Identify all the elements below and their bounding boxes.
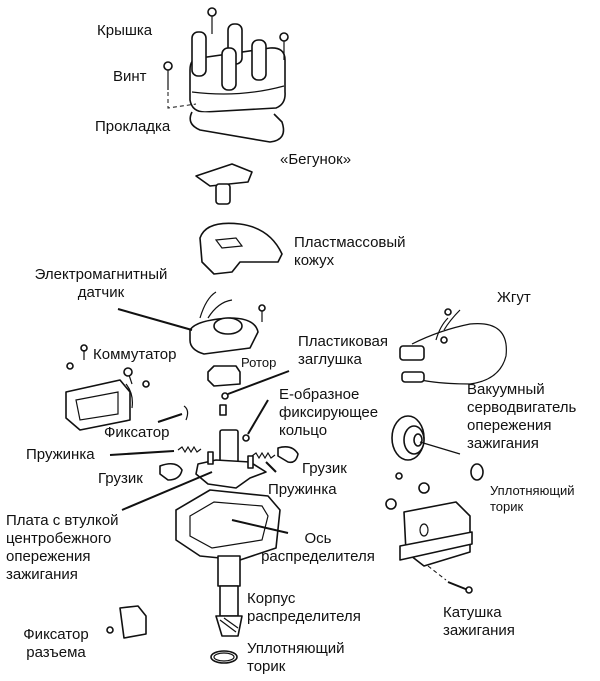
screw-drawing (163, 7, 289, 109)
label-screw: Винт (113, 68, 147, 85)
label-governor-plate-line-3: опережения (6, 548, 91, 565)
plastic-cover-drawing (199, 222, 283, 275)
spring-right-leader-line (265, 461, 277, 473)
gasket-drawing (189, 111, 285, 143)
label-governor-plate-line-1: Плата с втулкой (6, 512, 119, 529)
label-e-ring-line-2: фиксирующее (279, 404, 379, 421)
label-igniter: Коммутатор (93, 346, 177, 363)
nut-drawing (385, 498, 397, 510)
small-screw-drawing (219, 404, 227, 416)
label-shaft: Ось распределителя (248, 530, 388, 566)
label-pickup-line-2: датчик (77, 284, 125, 301)
label-e-ring: Е-образное фиксирующее кольцо (279, 386, 378, 440)
o-ring-right-drawing (470, 463, 484, 481)
label-o-ring-right-line-1: Уплотняющий (490, 483, 575, 498)
label-rotor-arm: «Бегунок» (280, 151, 352, 168)
label-plastic-plug-line-1: Пластиковая (298, 333, 388, 350)
distributor-cap-drawing (189, 23, 286, 113)
label-harness: Жгут (497, 289, 531, 306)
label-vacuum-line-4: зажигания (467, 435, 539, 452)
rotor-arm-drawing (195, 163, 253, 205)
spring-left-leader-line (109, 450, 175, 456)
label-plastic-cover-line-2: кожух (294, 252, 335, 269)
clip-leader-line (157, 413, 183, 423)
vacuum-advance-drawing (391, 415, 461, 480)
label-ignition-coil-line-1: Катушка (443, 604, 502, 621)
label-o-ring-right: Уплотняющий торик (490, 483, 575, 515)
label-spring-left: Пружинка (26, 446, 95, 463)
label-rotor: Ротор (241, 355, 277, 370)
label-ignition-coil: Катушка зажигания (443, 604, 515, 640)
label-shaft-line-2: распределителя (261, 548, 375, 565)
label-o-ring-right-line-2: торик (490, 499, 524, 514)
igniter-drawing (65, 344, 150, 431)
label-plastic-cover: Пластмассовый кожух (294, 234, 406, 270)
label-cap: Крышка (97, 22, 153, 39)
label-spring-right: Пружинка (268, 481, 337, 498)
label-connector-clamp-line-1: Фиксатор (23, 626, 89, 643)
label-vacuum-line-1: Вакуумный (467, 381, 545, 398)
plastic-plug-leader-line (227, 370, 290, 395)
e-ring-drawing (242, 434, 250, 442)
nut-drawing (418, 482, 430, 494)
weight-left-drawing (159, 462, 183, 481)
label-e-ring-line-3: кольцо (279, 422, 328, 439)
governor-plate-drawing (195, 429, 267, 489)
ignition-coil-drawing (399, 501, 473, 594)
label-governor-plate-line-2: центробежного (6, 530, 112, 547)
label-vacuum-advance: Вакуумный серводвигатель опережения зажи… (467, 381, 576, 453)
label-weight-right: Грузик (302, 460, 347, 477)
label-housing-line-2: распределителя (247, 608, 361, 625)
label-pickup-coil: Электромагнитный датчик (26, 266, 176, 302)
spring-right-drawing (251, 451, 276, 460)
clip-drawing (183, 405, 189, 421)
pickup-leader-line (117, 308, 193, 331)
label-o-ring-bottom: Уплотняющий торик (247, 640, 345, 676)
connector-clamp-drawing (106, 605, 147, 639)
label-governor-plate-line-4: зажигания (6, 566, 78, 583)
label-clip: Фиксатор (104, 424, 170, 441)
e-ring-leader-line (247, 399, 269, 435)
label-weight-left: Грузик (98, 470, 143, 487)
label-o-ring-bottom-line-2: торик (247, 658, 286, 675)
label-o-ring-bottom-line-1: Уплотняющий (247, 640, 345, 657)
rotor-drawing (207, 365, 241, 387)
label-vacuum-line-2: серводвигатель (467, 399, 577, 416)
label-ignition-coil-line-2: зажигания (443, 622, 515, 639)
harness-drawing (399, 308, 507, 385)
label-housing-line-1: Корпус (247, 590, 296, 607)
label-plastic-plug: Пластиковая заглушка (298, 333, 388, 369)
shaft-leader-line (231, 519, 289, 534)
label-plastic-plug-line-2: заглушка (298, 351, 362, 368)
label-connector-clamp: Фиксатор разъема (6, 626, 106, 662)
label-plastic-cover-line-1: Пластмассовый (294, 234, 406, 251)
label-connector-clamp-line-2: разъема (26, 644, 86, 661)
governor-plate-leader-line (121, 471, 213, 511)
spring-left-drawing (177, 445, 202, 454)
pickup-coil-drawing (189, 291, 266, 355)
o-ring-bottom-inner (213, 652, 235, 662)
label-housing: Корпус распределителя (247, 590, 361, 626)
label-e-ring-line-1: Е-образное (279, 386, 360, 403)
weight-right-drawing (277, 446, 299, 464)
label-vacuum-line-3: опережения (467, 417, 552, 434)
label-gasket: Прокладка (95, 118, 171, 135)
label-shaft-line-1: Ось (304, 530, 332, 547)
plastic-plug-drawing (221, 392, 229, 400)
label-pickup-line-1: Электромагнитный (34, 266, 168, 283)
distributor-housing-drawing (175, 489, 281, 637)
label-governor-plate: Плата с втулкой центробежного опережения… (6, 512, 118, 584)
